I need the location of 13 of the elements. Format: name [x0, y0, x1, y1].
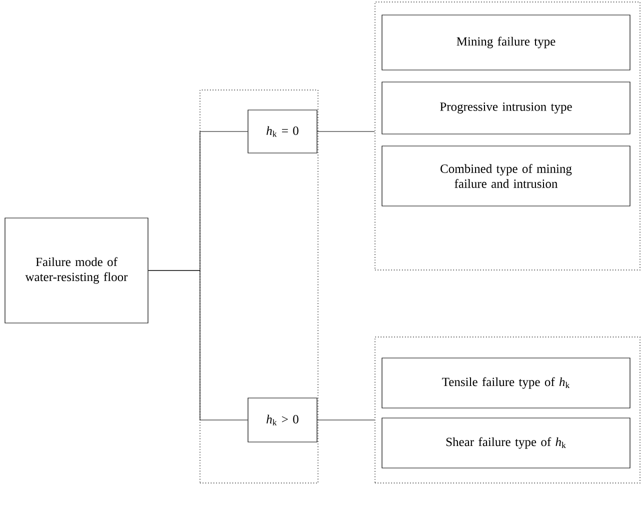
dotted-group-box	[200, 90, 318, 484]
process-box: Combined type of mining failure and intrusion	[382, 146, 630, 206]
dotted-group-box	[374, 2, 640, 270]
connector-line	[148, 270, 248, 420]
process-box: h$_{k}$ = 0	[248, 110, 318, 154]
process-box: h$_{k}$ > 0	[248, 398, 318, 442]
process-box: Shear failure type of h$_{k}$	[382, 418, 630, 468]
connector-line	[317, 131, 375, 132]
process-box: Progressive intrusion type	[382, 82, 630, 134]
dotted-group-box	[374, 336, 640, 484]
root-box: Failure mode of water-resisting floor	[4, 218, 148, 324]
process-box: Tensile failure type of h$_{k}$	[382, 358, 630, 408]
process-box: Mining failure type	[382, 14, 630, 70]
